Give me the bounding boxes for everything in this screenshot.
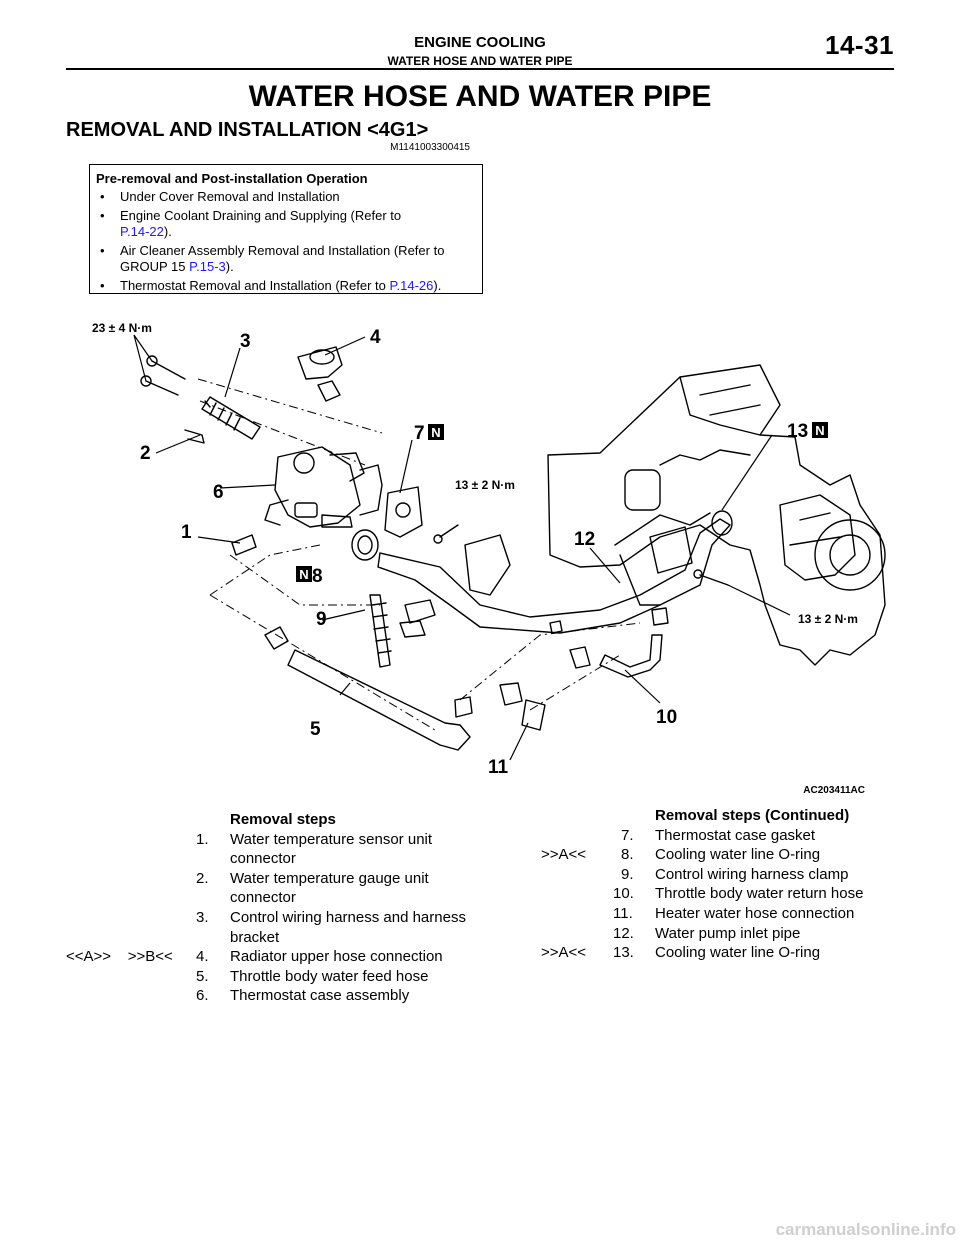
callout-11: 11 (488, 757, 509, 778)
section-heading: REMOVAL AND INSTALLATION <4G1> (66, 119, 429, 141)
removal-steps-continued: Removal steps (Continued) 7. Thermostat … (541, 806, 901, 963)
callout-9: 9 (316, 609, 327, 630)
header-rule (66, 68, 894, 70)
document-code: M1141003300415 (390, 142, 470, 153)
list-item: Under Cover Removal and Installation (96, 189, 476, 205)
thermostat-case (274, 446, 361, 528)
callout-3: 3 (240, 331, 251, 352)
callout-2: 2 (140, 443, 151, 464)
callout-8: 8 (312, 566, 323, 587)
list-item: 10. Throttle body water return hose (613, 885, 864, 903)
pre-removal-box: Pre-removal and Post-installation Operat… (89, 164, 483, 294)
list-item: 12. Water pump inlet pipe (613, 924, 801, 942)
list-item: >>A<< 8. Cooling water line O-ring (541, 846, 821, 864)
list-item: 2. Water temperature gauge unit (196, 869, 429, 887)
exploded-view-diagram: 23 ± 4 N·m 13 ± 2 N·m 13 ± 2 N·m 1 2 3 4… (92, 321, 886, 796)
new-part-badge-13: N (812, 422, 828, 438)
svg-text:N: N (431, 425, 440, 440)
procedure-mark: <<A>> >>B<< (66, 948, 173, 966)
subsection-title: WATER HOSE AND WATER PIPE (387, 54, 573, 68)
torque-label: 23 ± 4 N·m (92, 321, 152, 335)
reference-link[interactable]: P.14-22 (120, 223, 164, 239)
list-item: 5. Throttle body water feed hose (196, 967, 429, 985)
reference-link[interactable]: P.15-3 (189, 258, 226, 274)
svg-text:N: N (815, 423, 824, 438)
throttle-body-feed-hose (287, 649, 471, 751)
pre-removal-title: Pre-removal and Post-installation Operat… (96, 171, 368, 186)
list-item: 3. Control wiring harness and harness (196, 908, 466, 926)
new-part-badge-7: N (428, 424, 444, 440)
callout-13: 13 (787, 421, 808, 442)
torque-label: 13 ± 2 N·m (455, 478, 515, 492)
reference-link[interactable]: P.14-26 (389, 278, 434, 293)
list-item: 1. Water temperature sensor unit (196, 830, 433, 848)
list-item: Thermostat Removal and Installation (Ref… (96, 278, 476, 294)
callout-12: 12 (574, 529, 595, 550)
section-title: ENGINE COOLING (414, 34, 546, 51)
page-number: 14-31 (825, 30, 894, 60)
list-item: 11. Heater water hose connection (613, 904, 855, 922)
procedure-mark: >>A<< (541, 846, 587, 864)
removal-steps-cont-title: Removal steps (Continued) (655, 807, 850, 824)
list-item: >>A<< 13. Cooling water line O-ring (541, 944, 821, 962)
callout-7: 7 (414, 423, 425, 444)
torque-label: 13 ± 2 N·m (798, 612, 858, 626)
callout-10: 10 (656, 707, 677, 728)
callout-1: 1 (181, 522, 192, 543)
svg-text:N: N (299, 567, 308, 582)
list-item: Engine Coolant Draining and Supplying (R… (96, 208, 476, 239)
thermostat-gasket (384, 486, 423, 538)
removal-steps: Removal steps 1. Water temperature senso… (66, 810, 486, 1006)
list-item: 7. Thermostat case gasket (621, 826, 816, 844)
list-item: <<A>> >>B<< 4. Radiator upper hose conne… (66, 948, 443, 966)
list-item: Air Cleaner Assembly Removal and Install… (96, 243, 476, 274)
removal-steps-title: Removal steps (230, 811, 336, 828)
procedure-mark: >>A<< (541, 944, 587, 962)
callout-6: 6 (213, 482, 224, 503)
list-item: 9. Control wiring harness clamp (621, 865, 849, 883)
figure-id: AC203411AC (803, 785, 865, 796)
list-item: 6. Thermostat case assembly (196, 987, 410, 1005)
watermark: carmanualsonline.info (775, 1220, 956, 1239)
new-part-badge-8: N (296, 566, 312, 582)
callout-4: 4 (370, 327, 381, 348)
callout-5: 5 (310, 719, 321, 740)
engine-block-outline (547, 364, 886, 666)
pre-removal-list: Under Cover Removal and Installation Eng… (96, 189, 476, 294)
page-title: WATER HOSE AND WATER PIPE (248, 80, 712, 113)
